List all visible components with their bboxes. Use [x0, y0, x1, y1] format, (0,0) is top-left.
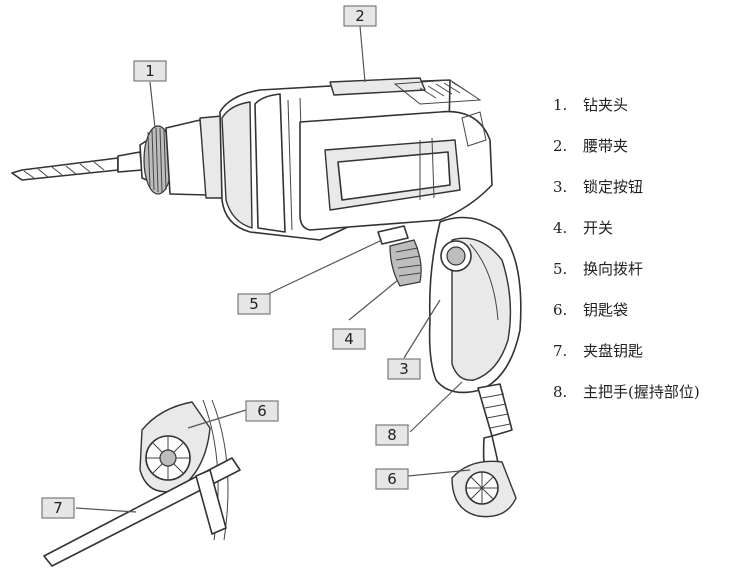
callout-8: 8 [375, 424, 409, 446]
svg-text:4: 4 [344, 330, 354, 348]
svg-text:8: 8 [387, 426, 397, 444]
rear-housing [299, 110, 493, 231]
key-holder-detail [139, 399, 229, 541]
legend-item-1: 1.钻夹头 [553, 96, 629, 114]
svg-text:1: 1 [145, 62, 155, 80]
handle [428, 216, 522, 394]
legend-item-5: 5.换向拨杆 [553, 260, 644, 278]
legend-item-7: 7.夹盘钥匙 [553, 342, 644, 360]
svg-text:7: 7 [53, 499, 63, 517]
svg-text:2: 2 [355, 7, 365, 25]
callout-5: 5 [237, 293, 271, 315]
key-holder-on-cord [451, 460, 517, 518]
leader-lines [75, 25, 471, 513]
controls [377, 225, 472, 287]
callout-1: 1 [133, 60, 167, 82]
svg-text:3: 3 [399, 360, 409, 378]
legend-item-4: 4.开关 [553, 219, 614, 237]
legend-item-8: 8.主把手(握持部位) [553, 383, 700, 401]
callout-3: 3 [387, 358, 421, 380]
callout-6-cord: 6 [375, 468, 409, 490]
trigger-switch [389, 239, 422, 287]
belt-clip [329, 77, 426, 96]
svg-text:5: 5 [249, 295, 259, 313]
chuck [139, 115, 229, 199]
callout-6-detail: 6 [245, 400, 279, 422]
legend-item-6: 6.钥匙袋 [553, 301, 629, 319]
callout-4: 4 [332, 328, 366, 350]
legend-item-2: 2.腰带夹 [553, 137, 629, 155]
parts-legend: 1.钻夹头 2.腰带夹 3.锁定按钮 4.开关 5.换向拨杆 6.钥匙袋 7.夹… [553, 94, 700, 422]
callout-2: 2 [343, 5, 377, 27]
svg-text:6: 6 [387, 470, 397, 488]
svg-text:6: 6 [257, 402, 267, 420]
drill-bit [11, 151, 143, 181]
reversing-lever [377, 225, 409, 245]
callout-7: 7 [41, 497, 75, 519]
legend-item-3: 3.锁定按钮 [553, 178, 644, 196]
chuck-key [43, 457, 241, 567]
